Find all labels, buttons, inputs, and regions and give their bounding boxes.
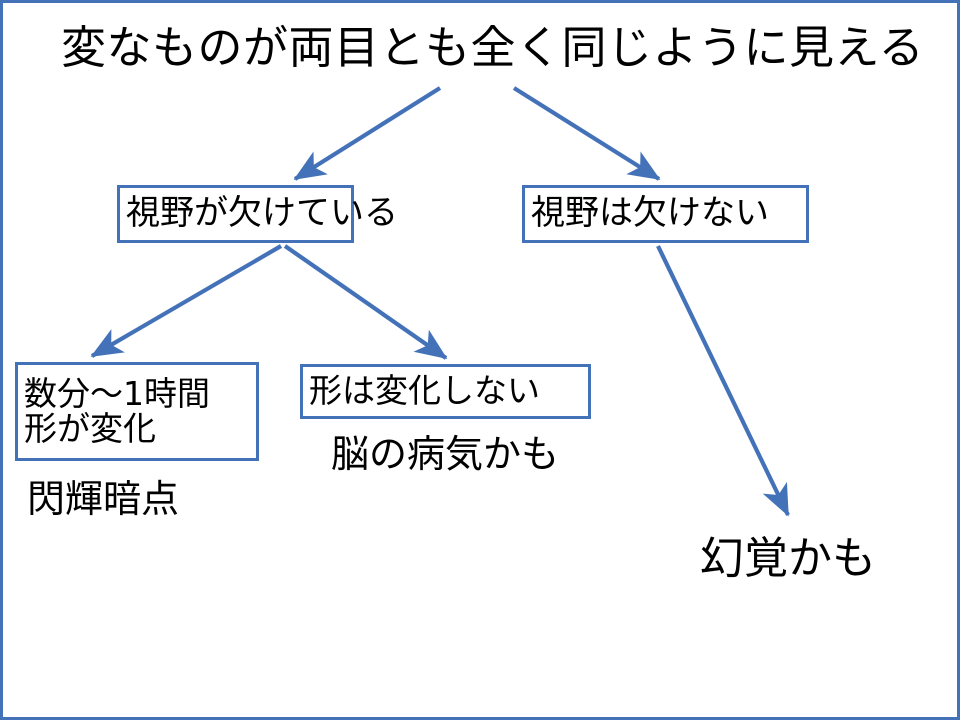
label-brain-disease: 脳の病気かも <box>331 432 560 476</box>
arrow-title-to-field-defect <box>293 86 442 181</box>
arrow-title-to-field-intact <box>512 86 661 181</box>
page-title: 変なものが両目とも全く同じように見える <box>61 21 925 74</box>
label-scintillating-scotoma: 閃輝暗点 <box>27 477 180 521</box>
arrow-field-defect-to-shape-static <box>283 244 448 360</box>
node-field-defect[interactable]: 視野が欠けている <box>117 185 398 243</box>
node-duration-shape-line-2: 形が変化 <box>24 408 156 448</box>
node-field-intact-line-1: 視野は欠けない <box>531 193 769 234</box>
label-hallucination: 幻覚かも <box>700 533 876 584</box>
arrow-field-defect-to-duration-shape <box>90 244 283 358</box>
arrow-field-intact-to-hallucination <box>656 245 790 517</box>
node-field-intact[interactable]: 視野は欠けない <box>522 185 809 243</box>
node-duration-shape[interactable]: 数分〜1時間 形が変化 <box>15 362 259 461</box>
node-shape-static-line-1: 形は変化しない <box>309 371 540 411</box>
node-duration-shape-line-1: 数分〜1時間 <box>24 373 210 413</box>
node-shape-static[interactable]: 形は変化しない <box>300 364 591 419</box>
node-field-defect-line-1: 視野が欠けている <box>126 193 398 234</box>
